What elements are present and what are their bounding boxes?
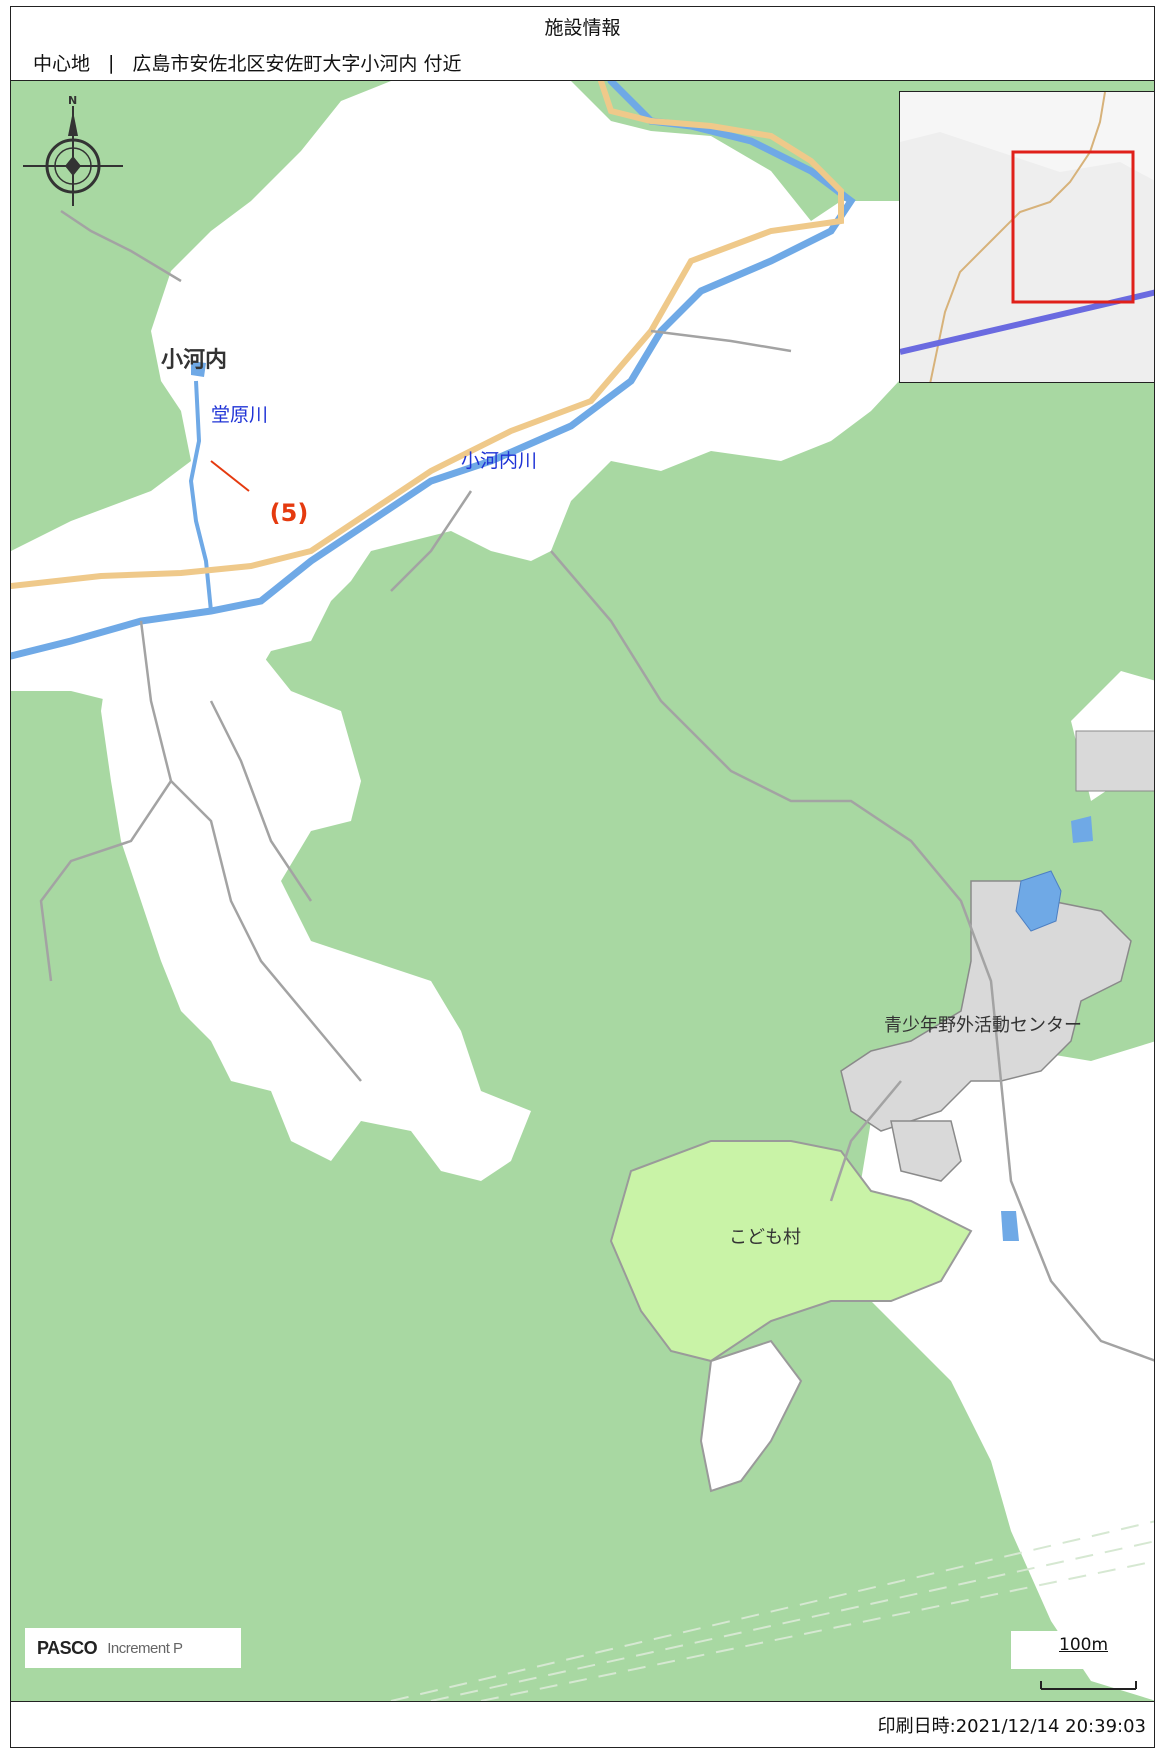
scale-label: 100m	[1059, 1635, 1109, 1655]
overview-inset-map[interactable]	[899, 91, 1154, 383]
inset-view-frame	[1011, 150, 1135, 304]
label-children-village: こども村	[729, 1227, 801, 1248]
scale-bar: 100m	[1011, 1631, 1151, 1669]
map-view[interactable]: 小河内 堂原川 小河内川 青少年野外活動センター こども村 N	[11, 81, 1154, 1701]
inset-road	[929, 92, 1106, 382]
attribution-logo: PASCO Increment P	[25, 1628, 241, 1668]
pasco-logo: PASCO	[37, 1637, 98, 1658]
increment-p-logo: Increment P	[107, 1639, 183, 1657]
page-title: 施設情報	[11, 7, 1154, 46]
railway-tunnel-lines	[390, 1520, 1154, 1701]
facility-callout: (5)	[250, 490, 328, 536]
label-district: 小河内	[161, 348, 227, 373]
facility-village-buildings	[890, 1120, 962, 1182]
location-separator: |	[108, 51, 115, 74]
river-kogochi	[11, 81, 856, 660]
print-timestamp: 印刷日時:2021/12/14 20:39:03	[877, 1715, 1146, 1737]
pond-north	[1071, 816, 1093, 843]
pond-south	[1001, 1211, 1019, 1241]
inset-canvas	[900, 92, 1154, 382]
label-youth-center: 青少年野外活動センター	[884, 1015, 1082, 1036]
park-area-children-village	[609, 1140, 973, 1363]
page-title-text: 施設情報	[544, 16, 621, 39]
facility-info-sheet: 施設情報 中心地 | 広島市安佐北区安佐町大字小河内 付近	[10, 6, 1155, 1748]
location-address: 広島市安佐北区安佐町大字小河内 付近	[132, 53, 462, 75]
facility-youth-center	[840, 880, 1132, 1132]
location-label: 中心地	[33, 53, 91, 75]
land-area-terraces	[101, 631, 531, 1181]
main-road	[11, 81, 844, 589]
facility-building-east	[1075, 730, 1154, 792]
land-area-south-peninsula	[699, 1339, 803, 1493]
callout-leader-line	[210, 460, 250, 492]
label-river-dohara: 堂原川	[211, 404, 268, 426]
footer: 印刷日時:2021/12/14 20:39:03	[11, 1701, 1154, 1747]
pond-small-west	[191, 361, 206, 377]
land-area-north-valley	[11, 81, 899, 771]
inset-terrain	[900, 132, 1154, 382]
pond-youth-center	[1015, 870, 1062, 932]
scale-bar-icon	[1040, 1681, 1137, 1690]
callout-number: (5)	[269, 499, 309, 527]
compass-icon: N	[23, 94, 123, 206]
compass-north-letter: N	[68, 94, 77, 107]
minor-roads	[39, 209, 1154, 1362]
location-bar: 中心地 | 広島市安佐北区安佐町大字小河内 付近	[11, 45, 1154, 81]
label-river-kogochi: 小河内川	[461, 450, 537, 472]
